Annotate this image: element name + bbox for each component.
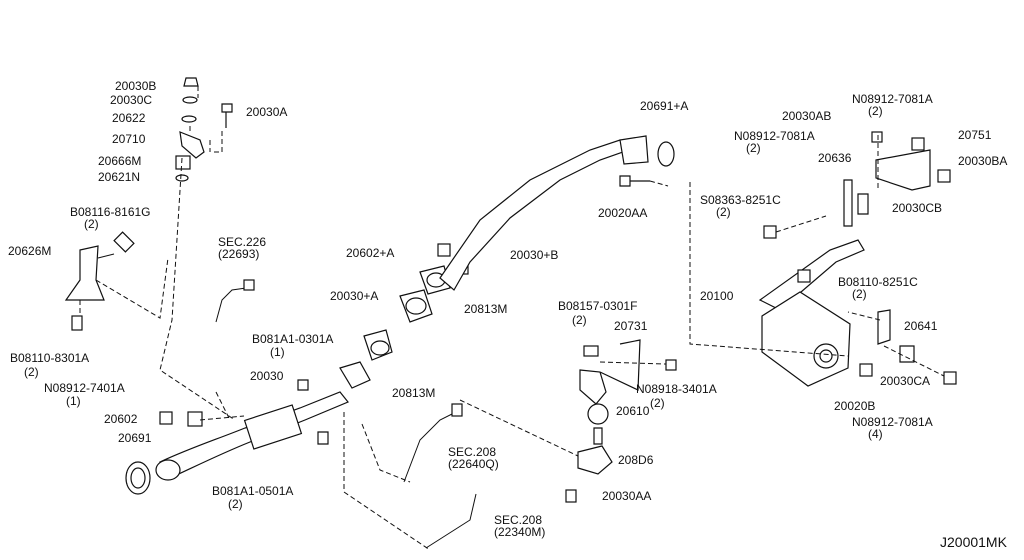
part-label: 208D6 xyxy=(618,453,654,467)
mid-flanges xyxy=(339,243,469,389)
part-label: S08363-8251C xyxy=(700,193,781,207)
part-label: 20602 xyxy=(104,412,138,426)
part-label: 20751 xyxy=(958,128,992,142)
part-label: N08912-7081A xyxy=(734,129,815,143)
part-label: 20030C xyxy=(110,93,152,107)
part-label: 20030BA xyxy=(958,154,1007,168)
part-label: 20030+B xyxy=(510,248,558,262)
part-label: (1) xyxy=(66,394,81,408)
part-label: (2) xyxy=(650,396,665,410)
part-label: SEC.208 xyxy=(448,445,496,459)
part-label: 20030 xyxy=(250,369,284,383)
part-label: 20626M xyxy=(8,244,51,258)
part-label: 20030+A xyxy=(330,289,378,303)
part-label: (2) xyxy=(746,141,761,155)
part-label: B08116-8161G xyxy=(70,205,151,219)
part-label: 20641 xyxy=(904,319,938,333)
part-label: (22693) xyxy=(218,247,259,261)
part-label: 20813M xyxy=(392,386,435,400)
part-label: 20636 xyxy=(818,151,852,165)
part-label: (2) xyxy=(24,365,39,379)
part-label: 20030CB xyxy=(892,201,942,215)
part-label: N08912-7401A xyxy=(44,381,125,395)
part-label: SEC.208 xyxy=(494,513,542,527)
part-label: (1) xyxy=(270,345,285,359)
part-label: (22340M) xyxy=(494,525,545,539)
diagram-id: J20001MK xyxy=(940,534,1008,550)
muffler xyxy=(689,131,957,387)
part-label: (2) xyxy=(716,205,731,219)
part-label: B08110-8251C xyxy=(838,275,918,289)
part-label: 20666M xyxy=(98,154,141,168)
part-label: (22640Q) xyxy=(448,457,499,471)
part-label: 20813M xyxy=(464,302,507,316)
hanger-bracket xyxy=(64,231,169,331)
part-label: 20020B xyxy=(834,399,875,413)
part-label: SEC.226 xyxy=(218,235,266,249)
part-label: 20030A xyxy=(246,105,287,119)
part-label: N08918-3401A xyxy=(636,382,717,396)
front-pipe xyxy=(125,379,349,495)
part-label: 20691 xyxy=(118,431,152,445)
part-label: B081A1-0501A xyxy=(212,484,293,498)
part-label: N08912-7081A xyxy=(852,415,933,429)
part-label: 20030AB xyxy=(782,109,831,123)
part-label: (2) xyxy=(868,104,883,118)
upper-bracket-assembly xyxy=(159,77,236,421)
part-label: 20100 xyxy=(700,289,734,303)
part-label: (2) xyxy=(84,217,99,231)
part-label: 20622 xyxy=(112,111,146,125)
sensors xyxy=(215,279,477,551)
part-label: 20691+A xyxy=(640,99,688,113)
part-label: 20621N xyxy=(98,170,140,184)
center-pipe xyxy=(439,135,675,291)
part-label: (2) xyxy=(852,287,867,301)
part-label: N08912-7081A xyxy=(852,92,933,106)
part-label: 20030AA xyxy=(602,489,651,503)
part-label: 20710 xyxy=(112,132,146,146)
part-label: (4) xyxy=(868,427,883,441)
part-label: (2) xyxy=(228,497,243,511)
part-label: 20731 xyxy=(614,319,648,333)
part-label: 20030B xyxy=(115,79,156,93)
part-label: B08157-0301F xyxy=(558,299,637,313)
part-label: B081A1-0301A xyxy=(252,332,333,346)
center-hanger xyxy=(459,339,677,503)
part-label: 20030CA xyxy=(880,374,930,388)
part-label: 20020AA xyxy=(598,206,647,220)
part-label: B08110-8301A xyxy=(10,351,89,365)
part-label: 20602+A xyxy=(346,246,394,260)
part-label: 20610 xyxy=(616,404,650,418)
part-label: (2) xyxy=(572,313,587,327)
